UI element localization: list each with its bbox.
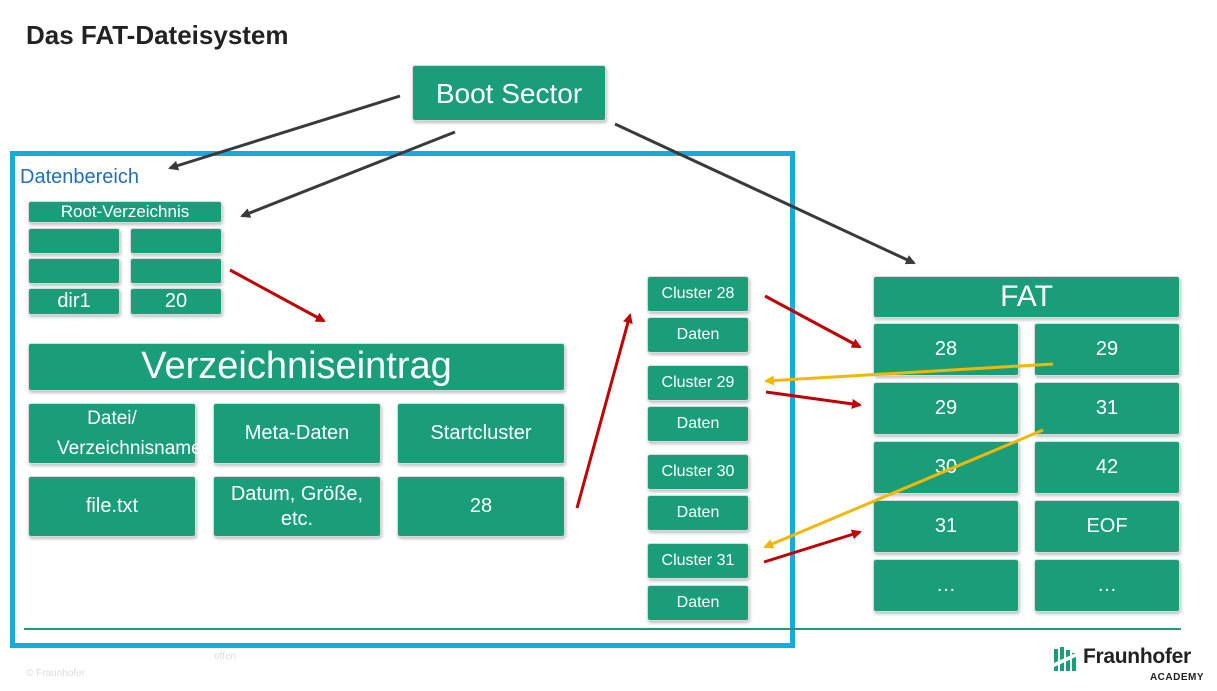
cluster-label-text: Cluster 29	[661, 374, 735, 391]
cluster-label: Cluster 29	[647, 365, 749, 401]
cluster-data-text: Daten	[676, 326, 720, 343]
cluster-data: Daten	[647, 406, 749, 442]
dir-entry-val-start-text: 28	[469, 495, 493, 517]
root-dir-cell	[130, 228, 222, 254]
cluster-label-text: Cluster 31	[661, 552, 735, 569]
data-area-label: Datenbereich	[20, 166, 139, 188]
arrow-cluster29-to-fat	[765, 390, 862, 409]
dir-entry-col-start-text: Startcluster	[430, 422, 532, 444]
cluster-label: Cluster 28	[647, 276, 749, 312]
cluster-label: Cluster 30	[647, 454, 749, 490]
fat-cell: 29	[873, 382, 1019, 435]
fraunhofer-logo-icon	[1054, 647, 1080, 671]
dir-entry-val-start: 28	[397, 476, 565, 537]
root-dir-header: Root-Verzeichnis	[28, 201, 222, 223]
fat-cell-text: 29	[1095, 338, 1119, 360]
copyright-text: © Fraunhofer	[26, 668, 86, 679]
cluster-data: Daten	[647, 585, 749, 621]
dir-entry-val-name: file.txt	[28, 476, 196, 537]
fat-title: FAT	[1000, 280, 1053, 314]
root-dir-entry-value-text: 20	[164, 290, 188, 312]
fat-cell: …	[1034, 559, 1180, 612]
dir-entry-title: Verzeichniseintrag	[141, 345, 452, 388]
root-dir-title: Root-Verzeichnis	[60, 202, 190, 222]
root-dir-cell	[28, 228, 120, 254]
cluster-data: Daten	[647, 317, 749, 353]
fraunhofer-logo: Fraunhofer ACADEMY	[1054, 645, 1204, 685]
arrow-boot-to-fat	[614, 122, 916, 265]
cluster-data-text: Daten	[676, 415, 720, 432]
dir-entry-val-meta: Datum, Größe, etc.	[213, 476, 381, 537]
dir-entry-col-meta-text: Meta-Daten	[244, 422, 350, 444]
cluster-label-text: Cluster 28	[661, 285, 735, 302]
arrow-cluster31-to-fat	[763, 529, 862, 564]
fat-cell-text: 29	[934, 397, 958, 419]
fat-header: FAT	[873, 276, 1180, 318]
cluster-label: Cluster 31	[647, 543, 749, 579]
page-title: Das FAT-Dateisystem	[26, 20, 289, 50]
dir-entry-col-start: Startcluster	[397, 403, 565, 464]
dir-entry-col-meta: Meta-Daten	[213, 403, 381, 464]
fat-cell: 31	[1034, 382, 1180, 435]
arrow-startcluster-to-cluster28	[575, 313, 633, 509]
root-dir-entry-name: dir1	[28, 288, 120, 315]
fat-cell: EOF	[1034, 500, 1180, 553]
fat-cell: …	[873, 559, 1019, 612]
arrow-fat-to-cluster31	[763, 428, 1044, 549]
cluster-label-text: Cluster 30	[661, 463, 735, 480]
dir-entry-val-name-text: file.txt	[85, 495, 139, 517]
fat-cell: 31	[873, 500, 1019, 553]
root-dir-cell	[28, 258, 120, 284]
dir-entry-col-name-text: Datei/ Verzeichnisname	[57, 408, 202, 459]
logo-name: Fraunhofer	[1083, 645, 1191, 668]
arrow-root-to-dir-entry	[229, 268, 326, 323]
dir-entry-val-meta-text: Datum, Größe, etc.	[230, 482, 364, 530]
fat-cell: 42	[1034, 441, 1180, 494]
arrow-cluster28-to-fat	[764, 294, 862, 349]
fat-cell-text: 31	[1095, 397, 1119, 419]
root-dir-entry-name-text: dir1	[57, 290, 91, 312]
fat-cell-text: 31	[934, 515, 958, 537]
cluster-data-text: Daten	[676, 594, 720, 611]
fat-cell-text: EOF	[1086, 515, 1128, 537]
fat-cell-text: …	[1097, 574, 1117, 596]
boot-sector-box: Boot Sector	[412, 65, 606, 121]
fat-cell-text: 42	[1095, 456, 1119, 478]
arrow-boot-to-root-dir	[240, 130, 456, 218]
boot-sector-label: Boot Sector	[435, 77, 583, 109]
faint-label: offen	[214, 651, 237, 662]
cluster-data: Daten	[647, 495, 749, 531]
fat-cell-text: …	[936, 574, 956, 596]
dir-entry-header: Verzeichniseintrag	[28, 343, 565, 391]
dir-entry-col-name: Datei/ Verzeichnisname	[28, 403, 202, 464]
logo-sub: ACADEMY	[1149, 672, 1204, 683]
fat-cell: 29	[1034, 323, 1180, 376]
root-dir-entry-value: 20	[130, 288, 222, 315]
cluster-data-text: Daten	[676, 504, 720, 521]
arrow-fat-to-cluster29	[764, 362, 1054, 386]
fat-cell-text: 28	[934, 338, 958, 360]
arrow-boot-to-data-area	[168, 94, 401, 171]
root-dir-cell	[130, 258, 222, 284]
footer-divider	[24, 628, 1181, 630]
